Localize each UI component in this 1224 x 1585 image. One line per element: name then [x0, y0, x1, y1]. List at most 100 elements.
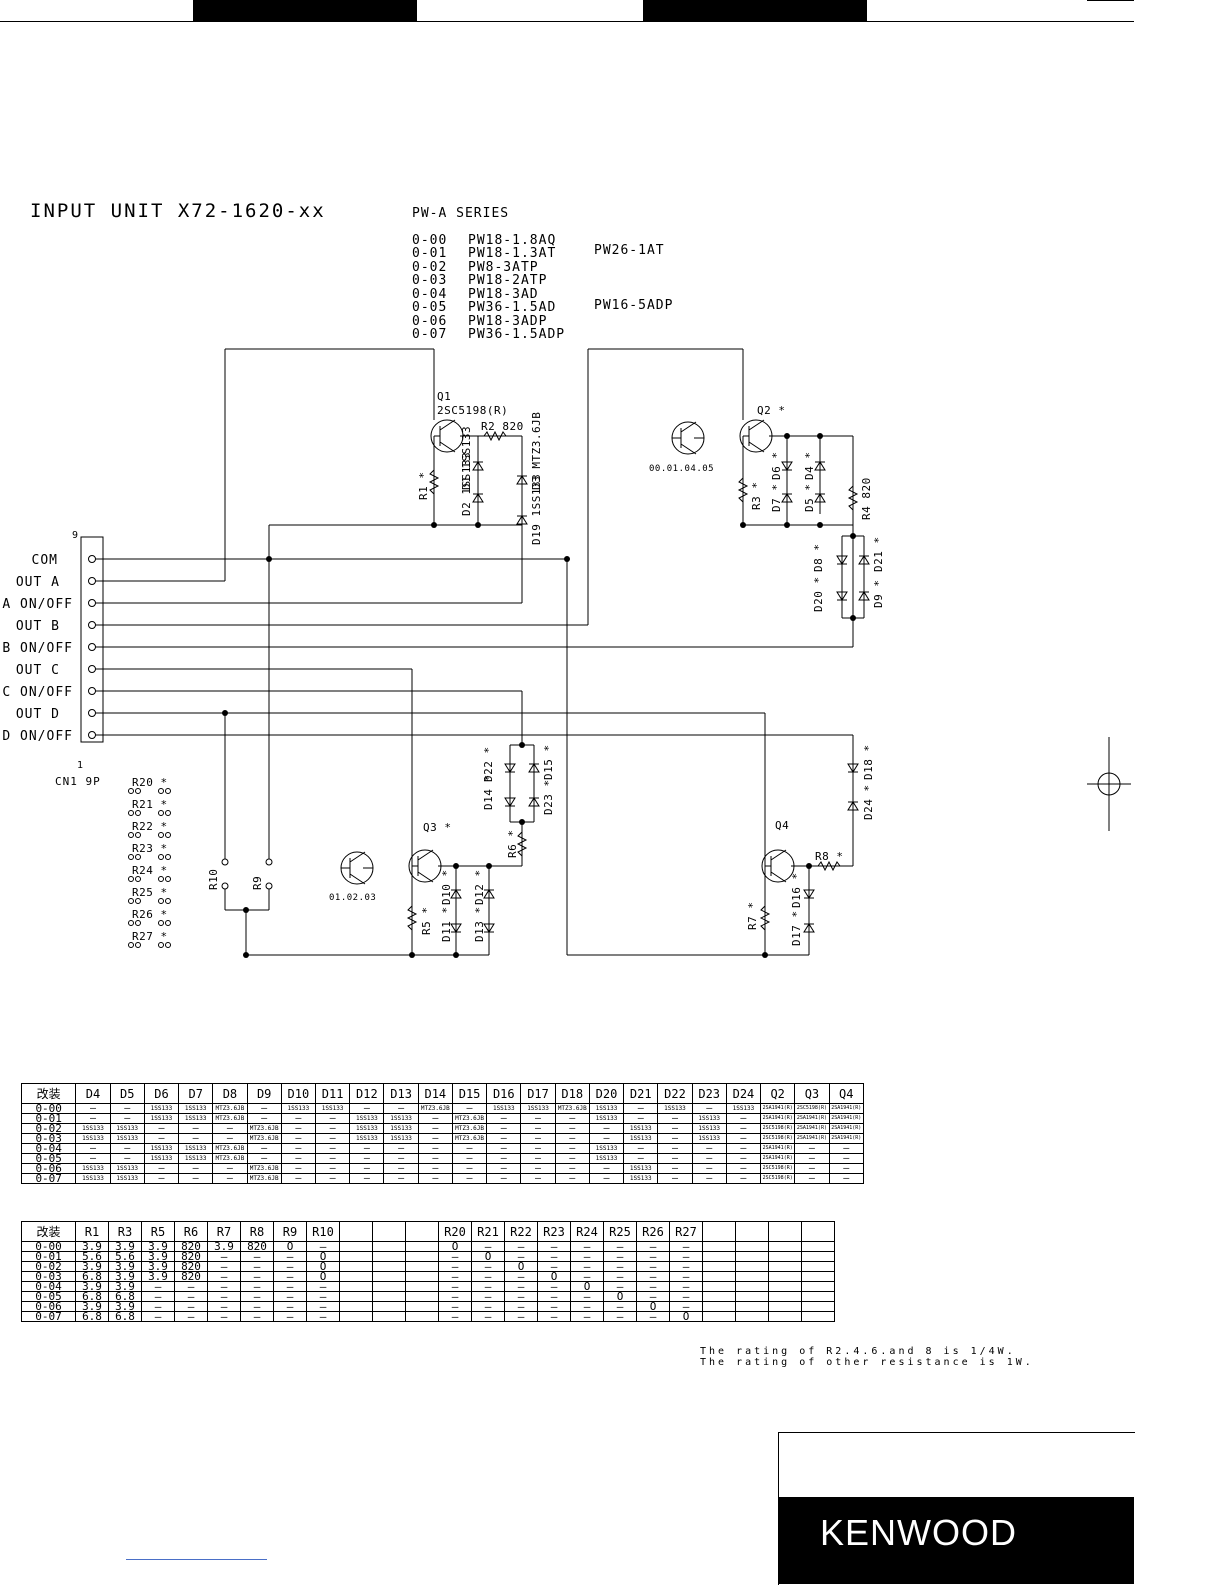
- table-cell: –: [725, 1143, 762, 1154]
- table-cell: –: [349, 1153, 385, 1164]
- table-cell: –: [554, 1113, 590, 1124]
- table-cell: –: [603, 1241, 637, 1252]
- table-cell: –: [349, 1143, 385, 1154]
- table-header-cell: D23: [691, 1083, 727, 1104]
- table-cell: [768, 1281, 802, 1292]
- table-cell: 2SA1941(R): [828, 1133, 865, 1144]
- table-cell: [339, 1241, 373, 1252]
- table-cell: 1SS133: [109, 1173, 145, 1184]
- table-header-cell: Q4: [828, 1083, 865, 1104]
- pin-label: D ON/OFF: [2, 729, 73, 744]
- table-cell: –: [174, 1311, 208, 1322]
- transistor-b-label: 01.02.03: [329, 893, 376, 903]
- table-cell: –: [273, 1251, 307, 1262]
- table-cell: –: [570, 1261, 604, 1272]
- table-cell: [702, 1301, 736, 1312]
- logo-band: [778, 1497, 1134, 1584]
- d9-label: D9 *: [872, 580, 885, 609]
- connector-body: [80, 536, 104, 743]
- table-cell: 6.8: [108, 1291, 142, 1302]
- table-cell: O: [504, 1261, 538, 1272]
- table-cell: –: [669, 1271, 703, 1282]
- d2-label: D2 1SS133: [460, 452, 473, 516]
- table-cell: 2SA1941(R): [794, 1133, 830, 1144]
- jumper-label: R27 *: [132, 930, 168, 943]
- table-cell: MTZ3.6JB: [212, 1153, 248, 1164]
- table-cell: 1SS133: [349, 1123, 385, 1134]
- table-cell: –: [451, 1163, 488, 1174]
- table-cell: –: [143, 1123, 180, 1134]
- table-cell: MTZ3.6JB: [451, 1133, 488, 1144]
- table-cell: 6.8: [75, 1311, 109, 1322]
- d13-label: D13 *: [473, 906, 486, 942]
- table-cell: –: [486, 1113, 522, 1124]
- table-header-cell: R8: [240, 1221, 274, 1242]
- jumper-label: R26 *: [132, 908, 168, 921]
- jumper-label: R20 *: [132, 776, 168, 789]
- table-cell: –: [725, 1173, 762, 1184]
- table-cell: –: [383, 1173, 419, 1184]
- table-cell: O: [471, 1251, 505, 1262]
- table-cell: [768, 1261, 802, 1272]
- table-header-cell: D14: [417, 1083, 453, 1104]
- table-header-cell: D12: [349, 1083, 385, 1104]
- table-cell: –: [438, 1291, 472, 1302]
- table-cell: –: [471, 1271, 505, 1282]
- table-cell: –: [141, 1301, 175, 1312]
- table-cell: 3.9: [141, 1261, 175, 1272]
- table-cell: –: [306, 1291, 340, 1302]
- table-cell: 1SS133: [143, 1153, 180, 1164]
- table-cell: 0-02: [21, 1261, 76, 1272]
- table-cell: –: [280, 1153, 317, 1164]
- table-cell: [801, 1291, 835, 1302]
- d4-label: D4 *: [803, 452, 816, 481]
- r7-label: R7 *: [746, 902, 759, 931]
- table-cell: –: [603, 1311, 637, 1322]
- table-cell: [768, 1301, 802, 1312]
- pin-label: COM: [32, 553, 58, 568]
- table-cell: 0-03: [20, 1133, 77, 1144]
- schematic: COM OUT A A ON/OFF OUT B B ON/OFF OUT C …: [2, 348, 1131, 958]
- table-cell: MTZ3.6JB: [246, 1123, 282, 1134]
- table-cell: –: [504, 1281, 538, 1292]
- table-cell: –: [520, 1163, 556, 1174]
- table-cell: –: [486, 1133, 522, 1144]
- table-cell: –: [417, 1163, 453, 1174]
- table-cell: –: [554, 1153, 590, 1164]
- table-cell: –: [570, 1241, 604, 1252]
- variant-code: 0-07: [412, 327, 448, 342]
- diode-symbols: [450, 461, 870, 933]
- table-cell: [801, 1281, 835, 1292]
- table-cell: –: [246, 1113, 282, 1124]
- table-cell: –: [174, 1301, 208, 1312]
- table-cell: –: [280, 1163, 317, 1174]
- r6-label: R6 *: [506, 830, 519, 859]
- table-cell: –: [143, 1133, 180, 1144]
- pin-label: B ON/OFF: [2, 641, 73, 656]
- table-cell: 3.9: [207, 1241, 241, 1252]
- table-cell: [702, 1291, 736, 1302]
- table-cell: –: [246, 1103, 282, 1114]
- pin-label: OUT D: [16, 707, 60, 722]
- table-cell: [801, 1311, 835, 1322]
- top-rule: [0, 21, 1134, 22]
- table-cell: –: [504, 1301, 538, 1312]
- table-cell: –: [349, 1173, 385, 1184]
- table-cell: –: [212, 1123, 248, 1134]
- table-cell: MTZ3.6JB: [451, 1113, 488, 1124]
- table-cell: [702, 1241, 736, 1252]
- table-cell: –: [174, 1291, 208, 1302]
- top-corner-mark: [1087, 0, 1134, 1]
- variant-code: 0-03: [412, 273, 448, 288]
- table-cell: O: [537, 1271, 571, 1282]
- table-cell: 6.8: [75, 1271, 109, 1282]
- table-cell: –: [486, 1143, 522, 1154]
- table-cell: –: [588, 1123, 625, 1134]
- table-cell: 2SA1941(R): [794, 1113, 830, 1124]
